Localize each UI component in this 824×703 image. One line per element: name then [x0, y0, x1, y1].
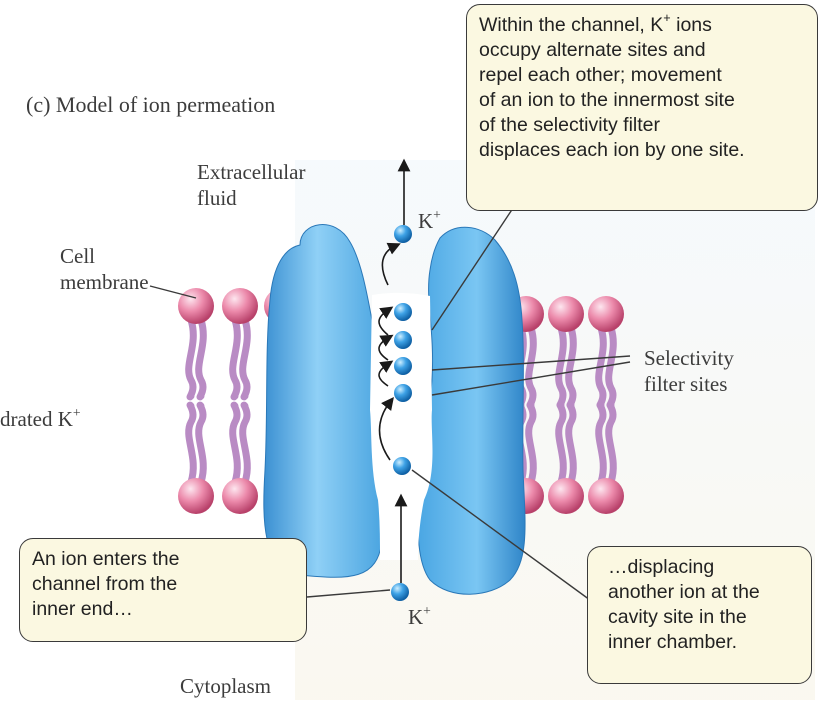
lipid-head — [588, 296, 624, 332]
lipid-head — [548, 296, 584, 332]
top-callout: Within the channel, K+ ions occupy alter… — [466, 4, 818, 211]
ion-filter-site-4 — [394, 384, 412, 402]
ion-filter-site-3 — [394, 357, 412, 375]
k-top-label: K+ — [418, 208, 441, 234]
lipid-tail — [189, 320, 194, 397]
channel-protein-right — [418, 227, 525, 594]
hydrated-k-label: drated K+ — [0, 406, 81, 432]
lipid-head — [222, 478, 258, 514]
lipid-tail — [233, 320, 238, 397]
right-callout: …displacing another ion at the cavity si… — [587, 546, 812, 684]
panel-label: (c) Model of ion permeation — [26, 92, 275, 118]
ion-exiting — [394, 225, 412, 243]
lipid-head — [178, 478, 214, 514]
lipid-tail — [189, 405, 194, 482]
lipid-tail — [243, 405, 248, 482]
extracellular-label: Extracellular fluid — [197, 159, 305, 211]
k-bottom-label: K+ — [408, 604, 431, 630]
ion-filter-site-2 — [394, 331, 412, 349]
lipid-tail — [199, 320, 204, 397]
ion-cavity — [393, 457, 411, 475]
lipid-head — [548, 478, 584, 514]
left-callout: An ion enters the channel from the inner… — [19, 538, 307, 642]
lipid-head — [588, 478, 624, 514]
lipid-tail — [233, 405, 238, 482]
cell-membrane-label: Cell membrane — [60, 243, 149, 295]
cytoplasm-label: Cytoplasm — [180, 673, 271, 699]
lipid-head — [178, 288, 214, 324]
ion-entering — [391, 583, 409, 601]
lipid-tail — [199, 405, 204, 482]
lipid-head — [222, 288, 258, 324]
selectivity-filter-label: Selectivity filter sites — [644, 345, 734, 397]
ion-filter-site-1 — [394, 303, 412, 321]
lipid-tail — [243, 320, 248, 397]
